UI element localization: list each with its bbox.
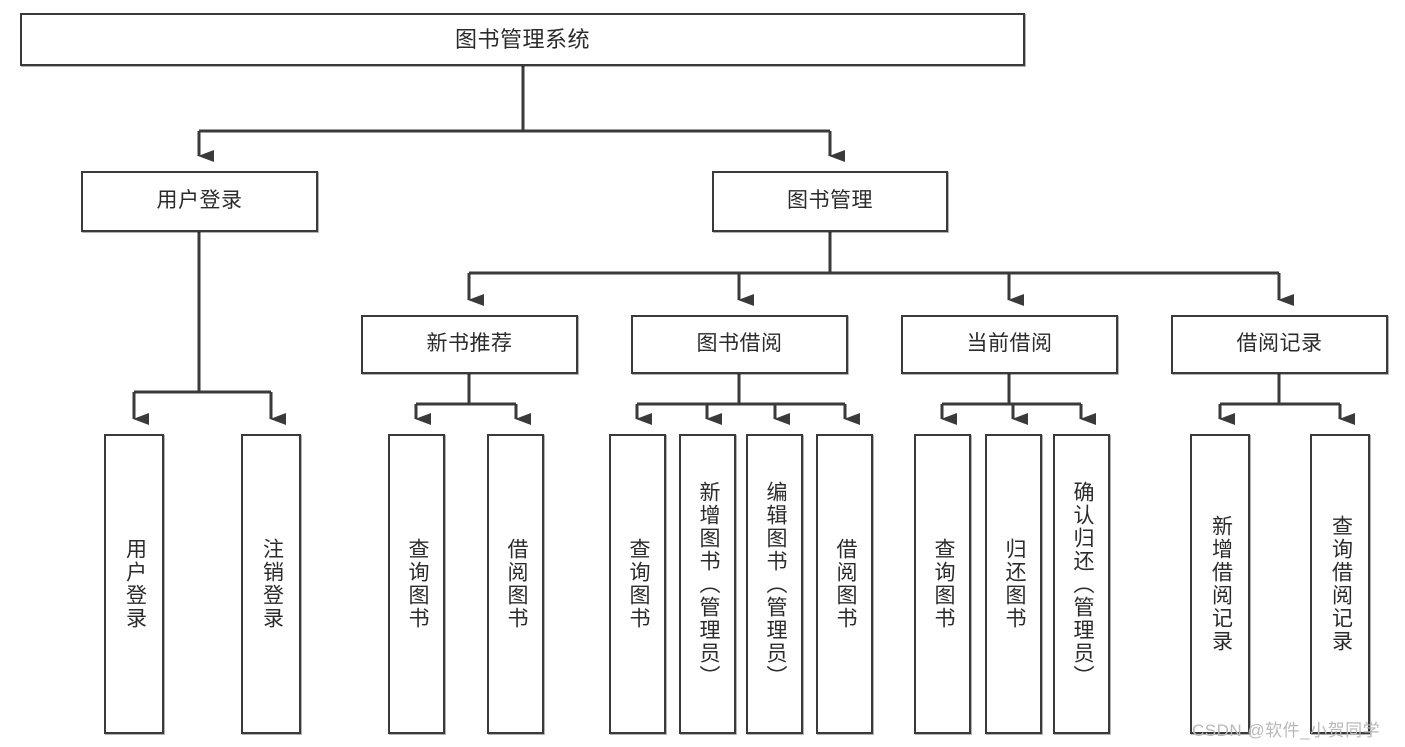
node-leaf-add-record[interactable]: 新增借阅记录: [1190, 434, 1250, 734]
edge-group-book-manage: [467, 232, 1294, 306]
node-leaf-query-book-2-label: 查询图书: [626, 538, 650, 630]
node-leaf-return-book[interactable]: 归还图书: [985, 434, 1042, 734]
edge-group-current-borrow-leaves: [940, 374, 1096, 425]
node-leaf-query-book-1-label: 查询图书: [405, 538, 429, 630]
node-new-book-rec-label: 新书推荐: [426, 332, 513, 356]
node-borrow-record[interactable]: 借阅记录: [1171, 315, 1388, 374]
node-leaf-edit-book-label: 编辑图书（管理员）: [763, 480, 787, 688]
node-leaf-borrow-book-2[interactable]: 借阅图书: [816, 434, 873, 734]
node-leaf-borrow-book-1-label: 借阅图书: [504, 538, 528, 630]
node-leaf-query-book-3[interactable]: 查询图书: [914, 434, 971, 734]
node-leaf-add-book-label: 新增图书（管理员）: [696, 480, 720, 688]
edge-group-root: [197, 66, 845, 162]
node-leaf-query-book-3-label: 查询图书: [931, 538, 955, 630]
node-leaf-return-book-label: 归还图书: [1002, 538, 1026, 630]
node-borrow-record-label: 借阅记录: [1236, 332, 1323, 356]
edge-group-user-login-leaves: [132, 232, 286, 425]
node-leaf-borrow-book-2-label: 借阅图书: [833, 538, 857, 630]
node-leaf-query-record-label: 查询借阅记录: [1329, 515, 1353, 653]
node-leaf-user-login[interactable]: 用户登录: [104, 434, 164, 734]
node-root-label: 图书管理系统: [454, 26, 590, 52]
edge-group-new-book-rec-leaves: [414, 374, 531, 425]
node-leaf-confirm-return-label: 确认归还（管理员）: [1070, 480, 1094, 688]
node-root[interactable]: 图书管理系统: [20, 13, 1025, 66]
node-book-borrow-label: 图书借阅: [696, 332, 783, 356]
node-book-manage-label: 图书管理: [787, 189, 873, 213]
node-leaf-edit-book[interactable]: 编辑图书（管理员）: [746, 434, 803, 734]
node-user-login-label: 用户登录: [156, 189, 243, 213]
node-leaf-user-login-label: 用户登录: [123, 538, 147, 630]
edge-group-book-borrow-leaves: [635, 374, 860, 425]
node-leaf-query-book-1[interactable]: 查询图书: [388, 434, 445, 734]
node-leaf-confirm-return[interactable]: 确认归还（管理员）: [1053, 434, 1110, 734]
node-current-borrow[interactable]: 当前借阅: [901, 315, 1118, 374]
node-leaf-add-book[interactable]: 新增图书（管理员）: [679, 434, 736, 734]
node-leaf-query-record[interactable]: 查询借阅记录: [1310, 434, 1370, 734]
node-current-borrow-label: 当前借阅: [966, 332, 1053, 356]
edge-group-borrow-record-leaves: [1218, 374, 1355, 425]
node-leaf-logout[interactable]: 注销登录: [241, 434, 301, 734]
watermark-text: CSDN @软件_小贺同学: [1192, 721, 1381, 740]
node-book-borrow[interactable]: 图书借阅: [631, 315, 848, 374]
node-new-book-rec[interactable]: 新书推荐: [361, 315, 578, 374]
node-user-login[interactable]: 用户登录: [81, 171, 318, 232]
node-leaf-borrow-book-1[interactable]: 借阅图书: [487, 434, 544, 734]
node-leaf-logout-label: 注销登录: [260, 538, 284, 630]
node-leaf-query-book-2[interactable]: 查询图书: [609, 434, 666, 734]
node-book-manage[interactable]: 图书管理: [712, 171, 948, 232]
node-leaf-add-record-label: 新增借阅记录: [1209, 515, 1233, 653]
